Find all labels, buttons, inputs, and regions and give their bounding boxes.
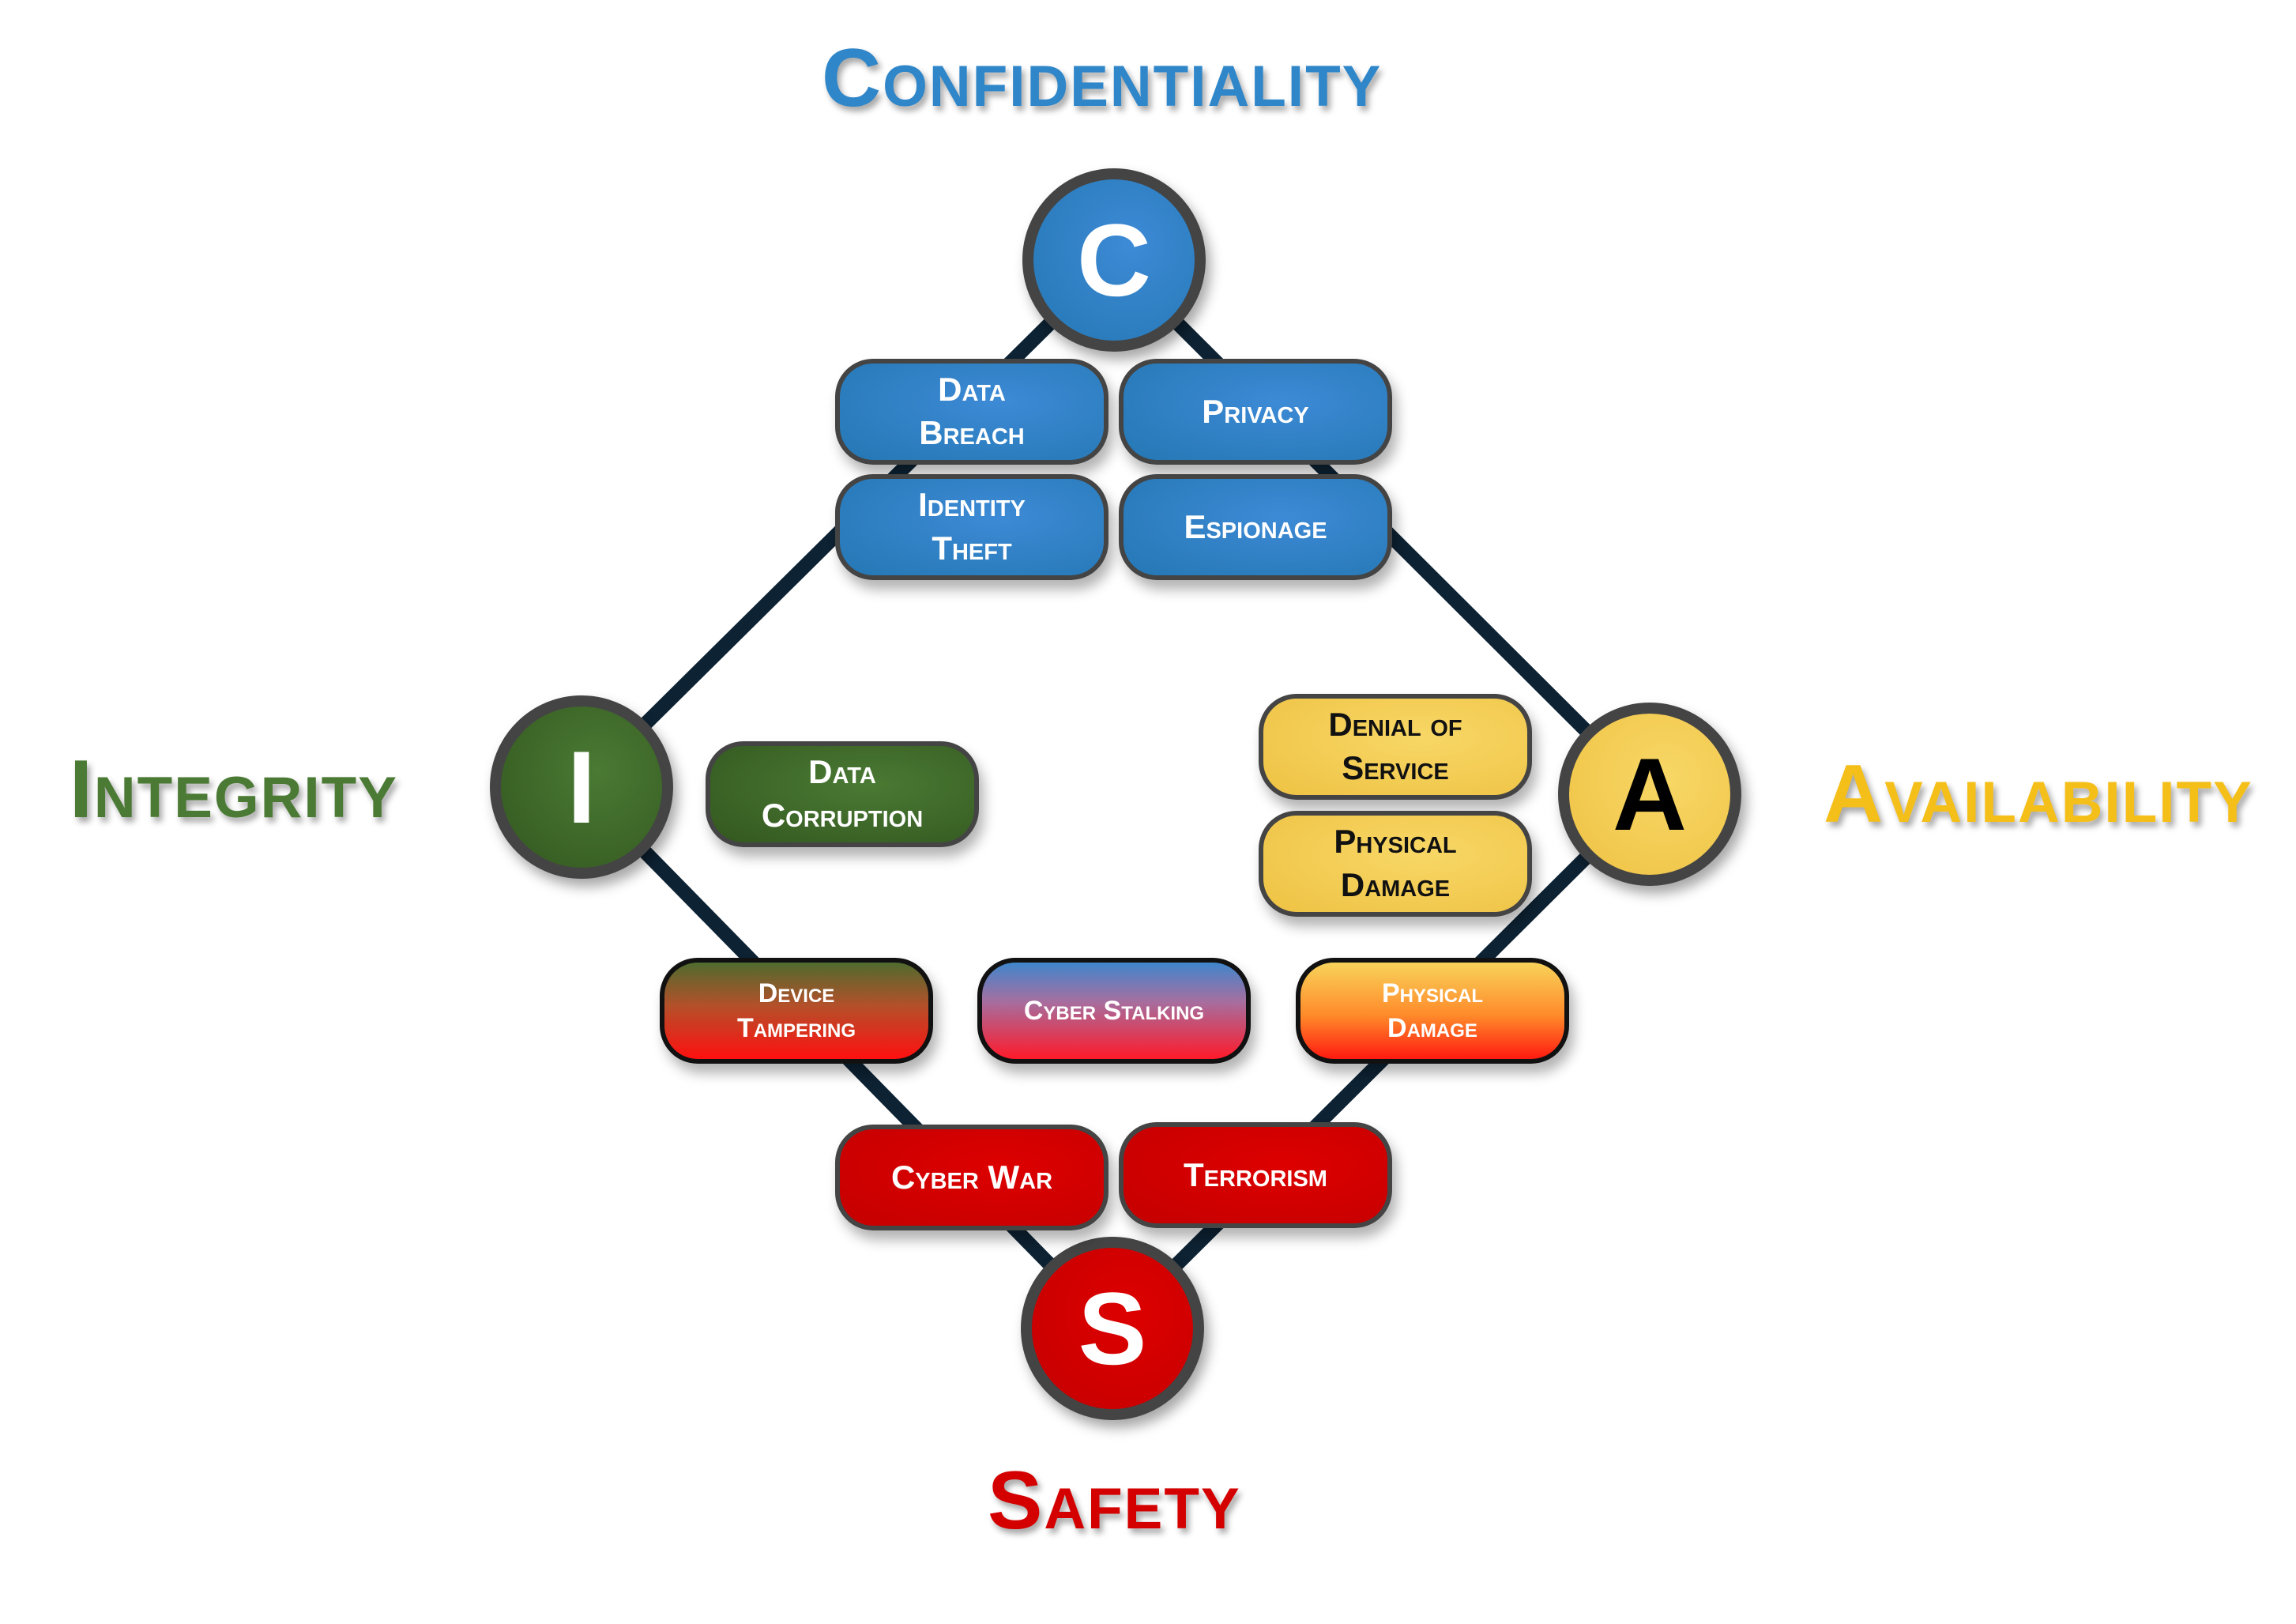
threat-label: Identity [918, 486, 1026, 524]
node-letter: S [1078, 1271, 1147, 1386]
threat-cyber-stalking: Cyber Stalking [977, 958, 1251, 1064]
threat-label: Breach [919, 414, 1025, 451]
threat-terrorism: Terrorism [1119, 1122, 1392, 1228]
title-safety: Safety [988, 1455, 1241, 1547]
threat-espionage: Espionage [1119, 474, 1392, 580]
threat-label: Physical [1381, 978, 1484, 1008]
threat-label: Privacy [1202, 392, 1309, 430]
threat-label: Service [1342, 749, 1449, 786]
threat-label: Damage [1340, 866, 1451, 903]
node-availability: A [1558, 703, 1741, 886]
title-availability: Availability [1824, 748, 2253, 840]
threat-label: Denial of [1328, 706, 1462, 744]
threat-label: Corruption [761, 797, 924, 834]
threat-label: Cyber Stalking [1023, 995, 1205, 1026]
threat-label: Theft [932, 529, 1012, 567]
threat-label: Terrorism [1184, 1155, 1327, 1193]
node-letter: I [566, 729, 597, 845]
threat-label: Data [808, 753, 876, 791]
node-safety: S [1021, 1237, 1204, 1420]
threat-label: Physical [1334, 823, 1457, 861]
node-confidentiality: C [1022, 168, 1206, 352]
threat-label: Damage [1387, 1013, 1477, 1043]
threat-privacy: Privacy [1119, 359, 1392, 465]
node-integrity: I [490, 695, 673, 879]
threat-label: Tampering [736, 1013, 856, 1043]
threat-label: Cyber War [890, 1158, 1053, 1196]
threat-label: Data [938, 371, 1006, 409]
title-confidentiality: Confidentiality [822, 32, 1383, 124]
title-integrity: Integrity [70, 744, 398, 835]
threat-cyber-war: Cyber War [835, 1125, 1108, 1230]
threat-denial-of-service: Denial of Service [1259, 694, 1532, 800]
node-letter: C [1077, 202, 1151, 318]
threat-label: Espionage [1184, 507, 1327, 545]
node-letter: A [1613, 737, 1687, 852]
threat-label: Device [758, 978, 835, 1008]
